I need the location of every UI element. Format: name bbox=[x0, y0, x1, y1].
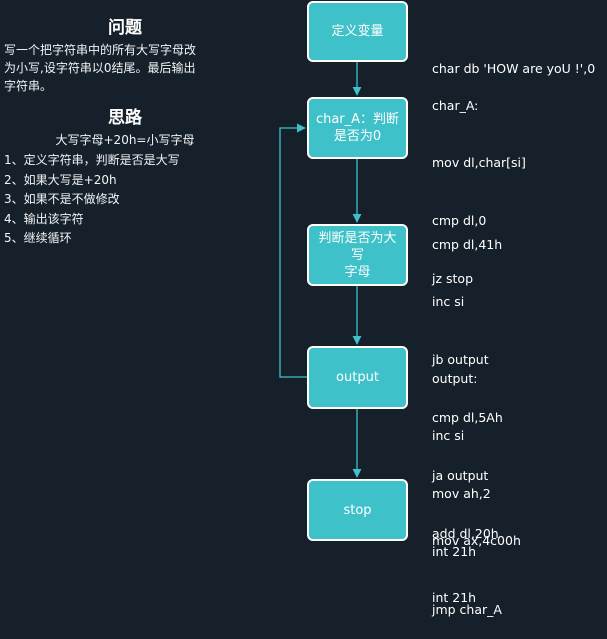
code-line: inc si bbox=[432, 294, 465, 310]
node-label: char_A：判断 是否为0 bbox=[316, 111, 399, 145]
node-label-line: char_A：判断 bbox=[315, 112, 400, 127]
code-line: cmp dl,5Ah bbox=[432, 410, 503, 426]
idea-formula: 大写字母+20h=小写字母 bbox=[55, 133, 195, 147]
problem-title: 问题 bbox=[108, 18, 142, 38]
step-item: 1、定义字符串，判断是否是大写 bbox=[4, 153, 180, 167]
code-line: mov ax,4c00h bbox=[432, 532, 521, 548]
node-label: 判断是否为大写 字母 bbox=[313, 230, 402, 281]
code-line: char_A: bbox=[432, 97, 479, 113]
node-stop: stop bbox=[307, 479, 408, 541]
code-block-define: char db 'HOW are yoU !',0 bbox=[432, 20, 595, 97]
code-block-judge: cmp dl,41h inc si jb output cmp dl,5Ah j… bbox=[432, 196, 503, 563]
problem-line: 为小写,设字符串以0结尾。最后输出 bbox=[4, 61, 196, 75]
node-label-line: 是否为0 bbox=[333, 129, 382, 144]
code-line: jz stop bbox=[432, 271, 474, 287]
code-line: add dl,20h bbox=[432, 526, 499, 542]
code-line: mov dl,char[si] bbox=[432, 155, 526, 171]
problem-text: 写一个把字符串中的所有大写字母改 为小写,设字符串以0结尾。最后输出 字符串。 bbox=[4, 41, 239, 95]
node-label: stop bbox=[343, 502, 372, 518]
code-line: mov ah,2 bbox=[432, 486, 491, 502]
description-panel: 问题 写一个把字符串中的所有大写字母改 为小写,设字符串以0结尾。最后输出 字符… bbox=[0, 0, 250, 541]
node-label-line: 字母 bbox=[344, 264, 371, 280]
step-item: 2、如果大写是+20h bbox=[4, 172, 117, 187]
node-label: 定义变量 bbox=[331, 24, 384, 39]
code-line: char db 'HOW are yoU !',0 bbox=[432, 60, 596, 76]
problem-line: 写一个把字符串中的所有大写字母改 bbox=[4, 43, 197, 57]
idea-steps: 1、定义字符串，判断是否是大写 2、如果大写是+20h 3、如果不是不做修改 4… bbox=[4, 151, 180, 249]
step-item: 4、输出该字符 bbox=[4, 211, 84, 226]
node-label: output bbox=[336, 370, 379, 385]
node-uppercase-check: 判断是否为大写 字母 bbox=[307, 224, 408, 286]
code-block-stop: mov ax,4c00h int 21h bbox=[432, 492, 521, 627]
code-line: inc si bbox=[432, 428, 465, 444]
code-line: int 21h bbox=[432, 590, 477, 606]
code-line: cmp dl,0 bbox=[432, 213, 487, 229]
problem-line: 字符串。 bbox=[4, 79, 53, 93]
code-line: ja output bbox=[432, 468, 489, 484]
flowchart-edges bbox=[279, 60, 362, 478]
step-item: 3、如果不是不做修改 bbox=[4, 192, 120, 206]
node-label-line: 判断是否为大写 bbox=[318, 230, 397, 263]
code-line: jb output bbox=[432, 352, 489, 368]
code-line: output: bbox=[432, 370, 478, 386]
code-line: cmp dl,41h bbox=[432, 236, 503, 252]
idea-title: 思路 bbox=[108, 108, 142, 128]
step-item: 5、继续循环 bbox=[4, 231, 72, 245]
code-block-char-a: char_A: mov dl,char[si] cmp dl,0 jz stop bbox=[432, 57, 526, 308]
node-define-variables: 定义变量 bbox=[307, 1, 408, 62]
edge-output-loop-to-char-a bbox=[279, 123, 307, 378]
node-output: output bbox=[307, 346, 408, 409]
node-char-a-check: char_A：判断 是否为0 bbox=[307, 97, 408, 159]
